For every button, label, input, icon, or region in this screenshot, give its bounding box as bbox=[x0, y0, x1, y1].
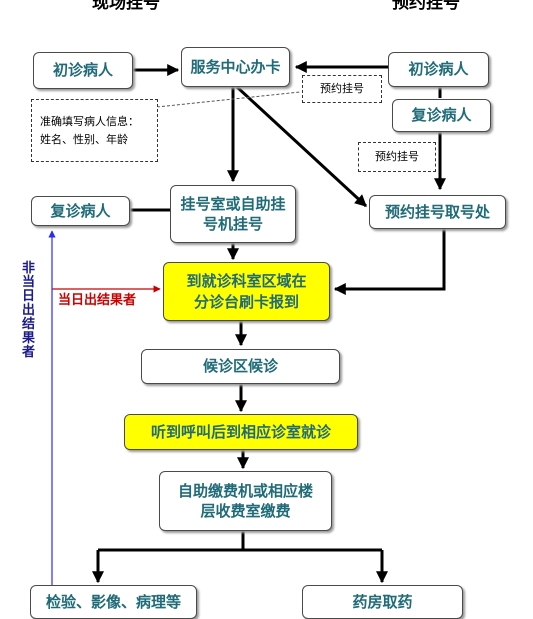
note-patient-info: 准确填写病人信息： 姓名、性别、年龄 bbox=[31, 99, 158, 162]
node-first-visit-right: 初诊病人 bbox=[388, 52, 489, 87]
header-appointment: 预约挂号 bbox=[392, 0, 460, 13]
node-payment: 自助缴费机或相应楼 层收费室缴费 bbox=[159, 471, 332, 531]
flowchart: 现场挂号 预约挂号 初诊病人 服务中心办卡 初诊病人 预约挂号 复诊病人 准确填… bbox=[22, 0, 506, 619]
label-same-day: 当日出结果者 bbox=[58, 293, 137, 308]
dashed-note-connector bbox=[156, 91, 301, 108]
node-return-visit-right: 复诊病人 bbox=[392, 99, 491, 132]
header-onsite: 现场挂号 bbox=[92, 0, 160, 13]
label-not-same-day: 非当日出结果者 bbox=[22, 261, 36, 360]
node-return-visit-left: 复诊病人 bbox=[31, 196, 130, 226]
arrow-pickup-to-checkin bbox=[333, 229, 446, 295]
node-service-center: 服务中心办卡 bbox=[181, 47, 290, 87]
note-appointment-1: 预约挂号 bbox=[302, 75, 382, 103]
arrow-center-to-pickup bbox=[235, 85, 368, 208]
node-exam: 检验、影像、病理等 bbox=[30, 585, 197, 619]
note-appointment-2: 预约挂号 bbox=[358, 142, 436, 172]
node-called: 听到呼叫后到相应诊室就诊 bbox=[124, 414, 358, 450]
node-pharmacy: 药房取药 bbox=[302, 585, 463, 619]
node-appointment-pickup: 预约挂号取号处 bbox=[369, 195, 506, 229]
connectors bbox=[48, 61, 446, 590]
node-first-visit-left: 初诊病人 bbox=[33, 52, 133, 89]
node-checkin: 到就诊科室区域在 分诊台刷卡报到 bbox=[163, 262, 330, 321]
node-registration: 挂号室或自助挂 号机挂号 bbox=[170, 185, 296, 243]
node-waiting: 候诊区候诊 bbox=[141, 349, 340, 384]
